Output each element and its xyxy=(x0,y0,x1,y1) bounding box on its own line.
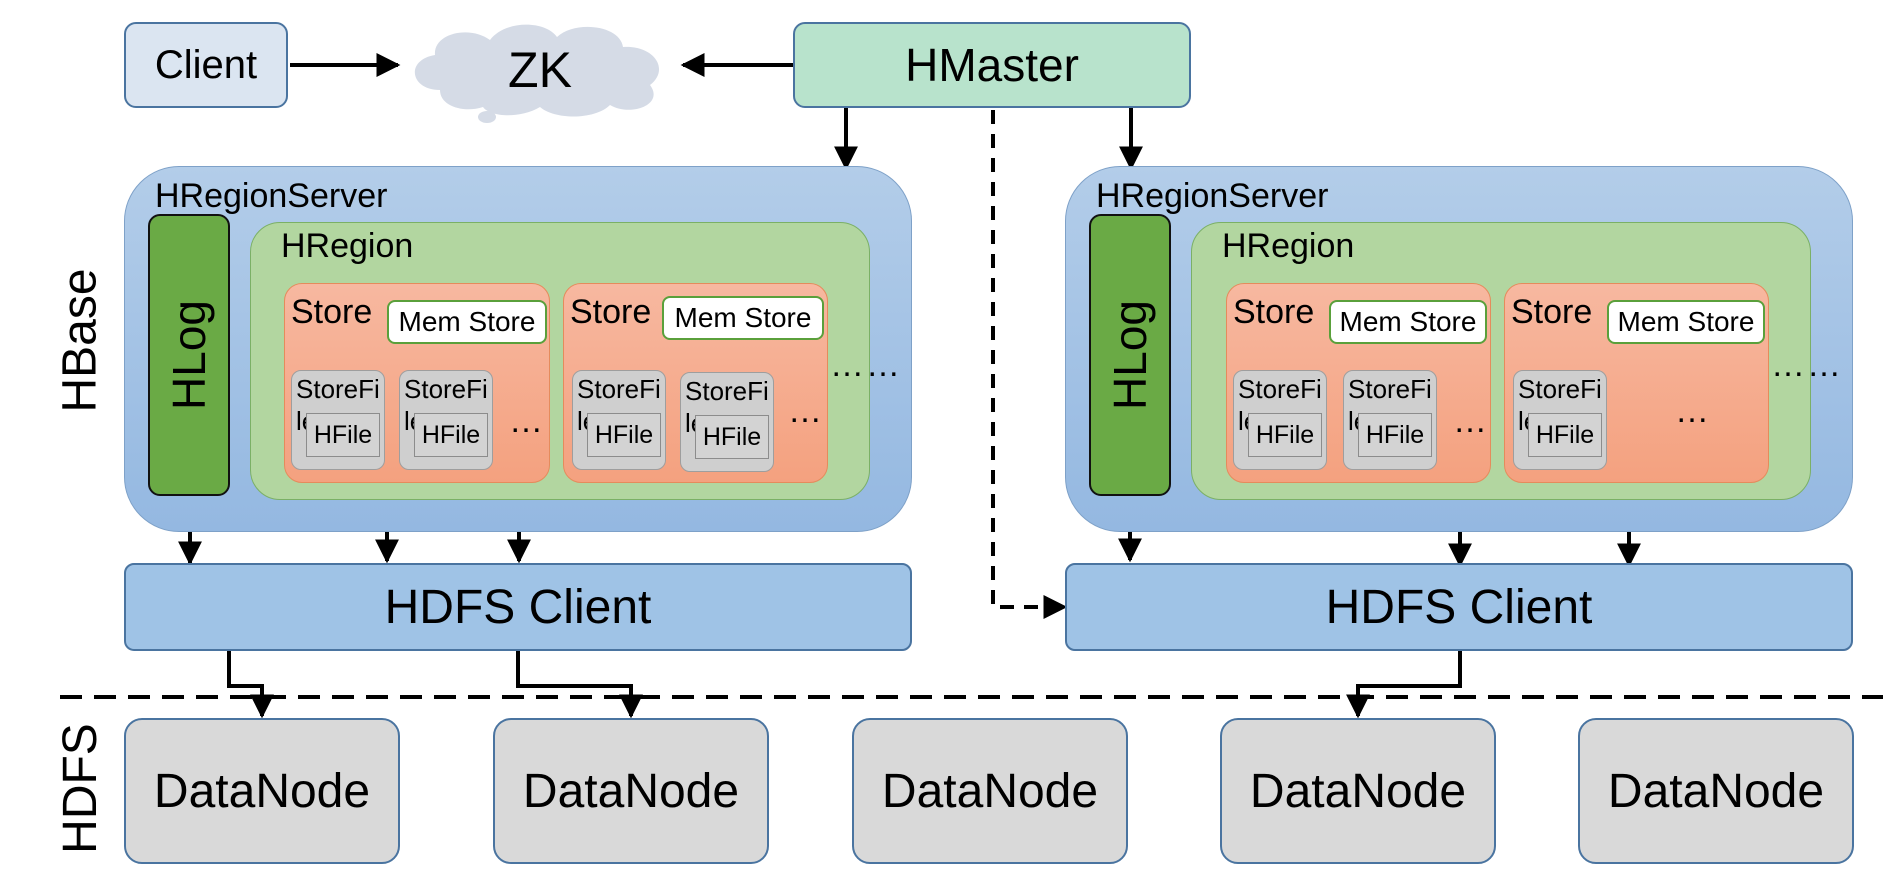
arrow-hdfs1-datanode2 xyxy=(516,651,643,719)
hfile-1-2-2: HFile xyxy=(695,415,769,459)
datanode-2: DataNode xyxy=(493,718,769,864)
store-2-2-label: Store xyxy=(1511,293,1593,331)
hbase-side-label-wrap: HBase xyxy=(20,268,140,412)
hfile-2-1-1: HFile xyxy=(1248,413,1322,457)
storefile-1-2-2: StoreFile HFile xyxy=(680,372,774,472)
hfile-2-1-2: HFile xyxy=(1358,413,1432,457)
hregionserver-1-label: HRegionServer xyxy=(155,177,388,215)
storefile-1-1-2: StoreFile HFile xyxy=(399,370,493,470)
hlog-1-label: HLog xyxy=(163,300,215,410)
store-1-1-more: … xyxy=(509,402,545,440)
hlog-1: HLog xyxy=(148,214,230,496)
storefile-2-1-2: StoreFile HFile xyxy=(1343,370,1437,470)
datanode-4: DataNode xyxy=(1220,718,1496,864)
storefile-2-2-1: StoreFile HFile xyxy=(1513,370,1607,470)
storefile-1-1-1: StoreFile HFile xyxy=(291,370,385,470)
datanode-3: DataNode xyxy=(852,718,1128,864)
arrow-hdfs2-datanode4 xyxy=(1346,651,1462,719)
store-2-2: Store Mem Store StoreFile HFile … xyxy=(1504,283,1769,483)
storefile-1-2-1: StoreFile HFile xyxy=(572,370,666,470)
store-2-1-more: … xyxy=(1453,402,1489,440)
store-2-1-label: Store xyxy=(1233,293,1315,331)
store-1-1: Store Mem Store StoreFile HFile StoreFil… xyxy=(284,283,550,483)
storefile-2-1-1: StoreFile HFile xyxy=(1233,370,1327,470)
memstore-1-2: Mem Store xyxy=(662,296,824,340)
hdfs-client-1: HDFS Client xyxy=(124,563,912,651)
zk-cloud: ZK xyxy=(395,15,685,125)
hregionserver-2-label: HRegionServer xyxy=(1096,177,1329,215)
hdfs-client-2: HDFS Client xyxy=(1065,563,1853,651)
store-1-2-more: … xyxy=(788,392,824,430)
region-1-more: …… xyxy=(830,346,902,384)
zk-label: ZK xyxy=(508,42,572,98)
store-2-1: Store Mem Store StoreFile HFile StoreFil… xyxy=(1226,283,1491,483)
cloud-icon xyxy=(414,24,660,123)
hfile-1-2-1: HFile xyxy=(587,413,661,457)
store-1-2: Store Mem Store StoreFile HFile StoreFil… xyxy=(563,283,828,483)
region-2-more: …… xyxy=(1771,346,1843,384)
hbase-side-label: HBase xyxy=(53,267,107,413)
hmaster-node: HMaster xyxy=(793,22,1191,108)
hlog-2: HLog xyxy=(1089,214,1171,496)
store-2-2-more: … xyxy=(1675,392,1711,430)
hfile-2-2-1: HFile xyxy=(1528,413,1602,457)
client-node: Client xyxy=(124,22,288,108)
hlog-2-label: HLog xyxy=(1104,300,1156,410)
store-1-2-label: Store xyxy=(570,293,652,331)
arrow-hdfs1-datanode1 xyxy=(227,651,274,719)
memstore-1-1: Mem Store xyxy=(387,300,547,344)
memstore-2-2: Mem Store xyxy=(1607,300,1765,344)
store-1-1-label: Store xyxy=(291,293,373,331)
arrow-hmaster-hdfs-client2 xyxy=(991,110,1068,619)
datanode-1: DataNode xyxy=(124,718,400,864)
hfile-1-1-1: HFile xyxy=(306,413,380,457)
datanode-5: DataNode xyxy=(1578,718,1854,864)
hregion-2-label: HRegion xyxy=(1222,227,1355,265)
hfile-1-1-2: HFile xyxy=(414,413,488,457)
memstore-2-1: Mem Store xyxy=(1329,300,1487,344)
hdfs-side-label-wrap: HDFS xyxy=(20,723,140,854)
hregion-1-label: HRegion xyxy=(281,227,414,265)
hdfs-side-label: HDFS xyxy=(53,722,107,854)
